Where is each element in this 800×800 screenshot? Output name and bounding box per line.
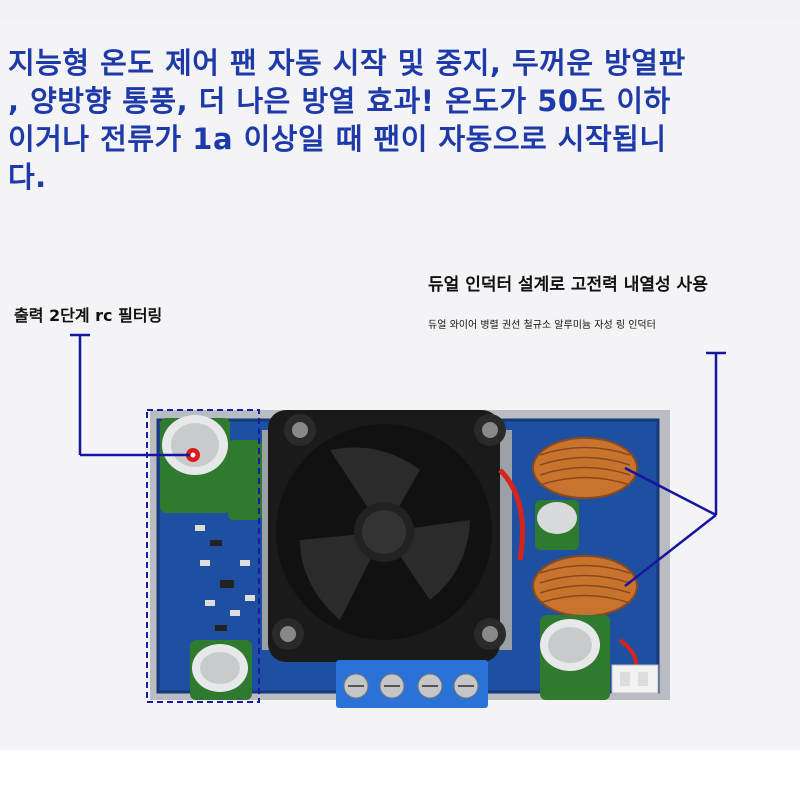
rc-filter-highlight-box [146,409,260,703]
top-band [0,0,800,18]
capacitor-bottom-right [540,615,610,700]
headline-line-3: 이거나 전류가 1a 이상일 때 팬이 자동으로 시작됩니 [8,122,667,156]
rc-filter-callout-line [70,333,190,457]
fan-icon [268,410,506,662]
inductor-label-title: 듀얼 인덕터 설계로 고전력 내열성 사용 [428,275,708,295]
rc-filter-label: 출력 2단계 rc 필터링 [14,306,163,325]
capacitor-mid-right [535,500,579,550]
capacitor-top-left [160,415,262,520]
inductor-label-subtitle: 듀얼 와이어 병렬 권선 철규소 알루미늄 자성 링 인덕터 [428,320,656,331]
headline-line-1: 지능형 온도 제어 팬 자동 시작 및 중지, 두꺼운 방열판 [8,46,686,80]
terminal-block [336,660,488,708]
fan-wire [498,468,525,561]
capacitor-bottom-left [190,640,252,700]
headline: 지능형 온도 제어 팬 자동 시작 및 중지, 두꺼운 방열판 , 양방향 통풍… [8,44,708,196]
headline-line-2: , 양방향 통풍, 더 나은 방열 효과! 온도가 50도 이하 [8,84,671,118]
smd-components [195,525,255,631]
headline-line-4: 다. [8,160,47,194]
inductor-bottom [532,555,638,617]
inductor-callout-line [624,351,726,587]
inductor-top [532,437,638,499]
fan-connector [611,638,659,694]
